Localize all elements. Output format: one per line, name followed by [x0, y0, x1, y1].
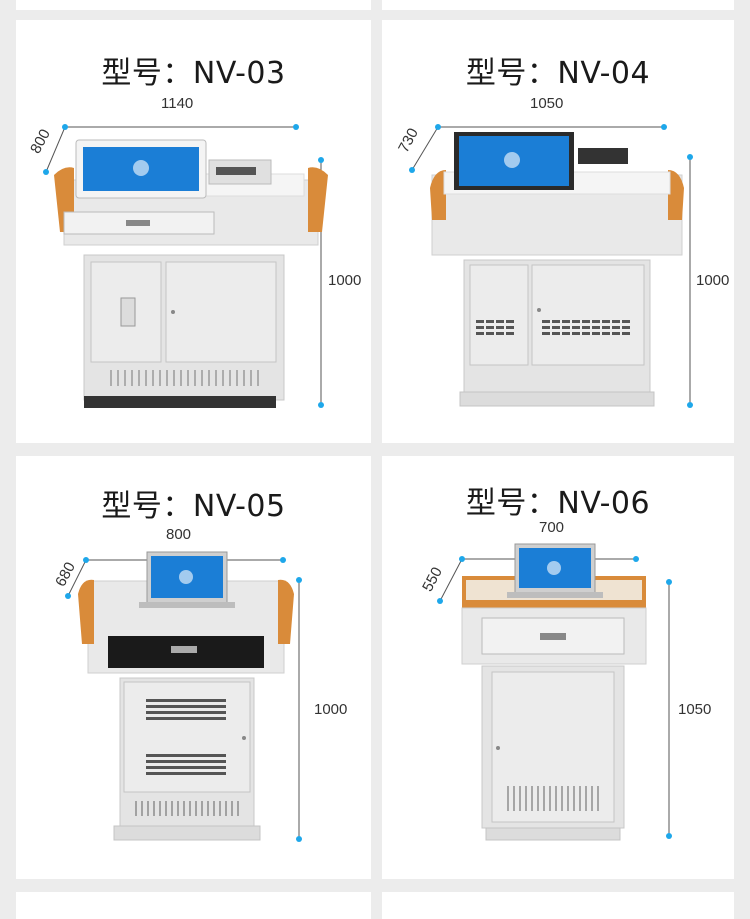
- product-title: 型号：NV-06: [465, 486, 651, 521]
- bottom-strip-right: [382, 892, 734, 919]
- product-card-nv04: 型号：NV-04 1050 730 1000: [382, 20, 734, 443]
- width-dimension: 1050: [530, 95, 564, 112]
- podium-illustration: [65, 551, 302, 842]
- product-card-nv03: 型号：NV-03 1140 800 1000: [16, 20, 371, 443]
- height-dimension: 1000: [328, 272, 362, 289]
- top-strip-left: [16, 0, 371, 10]
- height-dimension: 1000: [314, 701, 348, 718]
- podium-illustration: [437, 543, 672, 841]
- product-card-nv06: 型号：NV-06 700 550 1050: [382, 456, 734, 879]
- product-title: 型号：NV-04: [465, 56, 651, 91]
- podium-illustration: [409, 124, 693, 408]
- height-dimension: 1050: [678, 701, 712, 718]
- height-dimension: 1000: [696, 272, 730, 289]
- width-dimension: 800: [166, 526, 192, 543]
- top-strip-right: [382, 0, 734, 10]
- podium-illustration: [43, 124, 328, 408]
- width-dimension: 1140: [161, 95, 194, 112]
- product-card-nv05: 型号：NV-05 800 680 1000: [16, 456, 371, 879]
- width-dimension: 700: [539, 519, 565, 536]
- bottom-strip-left: [16, 892, 371, 919]
- product-title: 型号：NV-05: [101, 489, 286, 524]
- product-title: 型号：NV-03: [101, 56, 286, 91]
